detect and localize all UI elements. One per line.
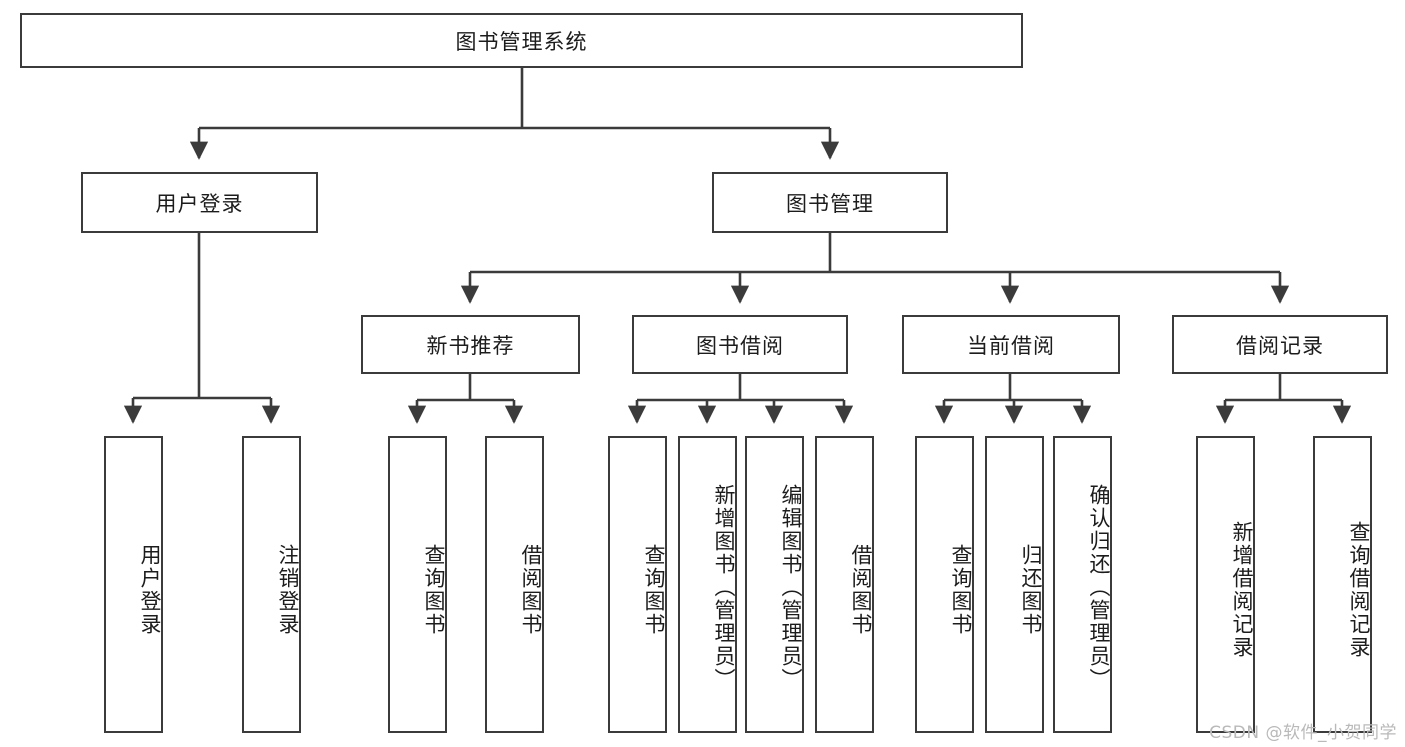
leaf-current-confirm-return[interactable]: 确认归还（管理员） <box>1053 436 1112 733</box>
node-current-borrow[interactable]: 当前借阅 <box>902 315 1120 374</box>
leaf-label: 查询图书 <box>642 543 666 636</box>
node-book-borrow-label: 图书借阅 <box>696 333 784 358</box>
node-root-label: 图书管理系统 <box>455 29 588 54</box>
leaf-current-query-book[interactable]: 查询图书 <box>915 436 974 733</box>
leaf-current-return-book[interactable]: 归还图书 <box>985 436 1044 733</box>
leaf-borrow-add-book[interactable]: 新增图书（管理员） <box>678 436 737 733</box>
node-current-borrow-label: 当前借阅 <box>967 333 1055 358</box>
leaf-new-book-borrow[interactable]: 借阅图书 <box>485 436 544 733</box>
leaf-user-login-login[interactable]: 用户登录 <box>104 436 163 733</box>
leaf-borrow-query-book[interactable]: 查询图书 <box>608 436 667 733</box>
node-borrow-records[interactable]: 借阅记录 <box>1172 315 1388 374</box>
node-root[interactable]: 图书管理系统 <box>20 13 1023 68</box>
leaf-label: 查询图书 <box>949 543 973 636</box>
leaf-borrow-borrow-book[interactable]: 借阅图书 <box>815 436 874 733</box>
leaf-record-query[interactable]: 查询借阅记录 <box>1313 436 1372 733</box>
leaf-borrow-edit-book[interactable]: 编辑图书（管理员） <box>745 436 804 733</box>
leaf-label: 新增借阅记录 <box>1230 520 1254 659</box>
node-user-login[interactable]: 用户登录 <box>81 172 318 233</box>
leaf-label: 确认归还（管理员） <box>1087 484 1111 691</box>
leaf-label: 注销登录 <box>276 543 300 636</box>
node-book-management[interactable]: 图书管理 <box>712 172 948 233</box>
leaf-label: 借阅图书 <box>519 543 543 636</box>
leaf-new-book-query[interactable]: 查询图书 <box>388 436 447 733</box>
node-book-management-label: 图书管理 <box>786 191 874 216</box>
node-borrow-records-label: 借阅记录 <box>1236 333 1324 358</box>
watermark: CSDN @软件_小贺同学 <box>1209 723 1397 743</box>
node-book-borrow[interactable]: 图书借阅 <box>632 315 848 374</box>
node-new-book-recommend[interactable]: 新书推荐 <box>361 315 580 374</box>
leaf-label: 借阅图书 <box>849 543 873 636</box>
leaf-label: 编辑图书（管理员） <box>779 484 803 691</box>
leaf-label: 查询借阅记录 <box>1347 520 1371 659</box>
node-user-login-label: 用户登录 <box>155 191 244 216</box>
leaf-label: 用户登录 <box>138 543 162 636</box>
leaf-record-add[interactable]: 新增借阅记录 <box>1196 436 1255 733</box>
node-new-book-recommend-label: 新书推荐 <box>426 333 515 358</box>
leaf-label: 查询图书 <box>422 543 446 636</box>
leaf-label: 新增图书（管理员） <box>712 484 736 691</box>
leaf-label: 归还图书 <box>1019 543 1043 636</box>
leaf-user-login-logout[interactable]: 注销登录 <box>242 436 301 733</box>
